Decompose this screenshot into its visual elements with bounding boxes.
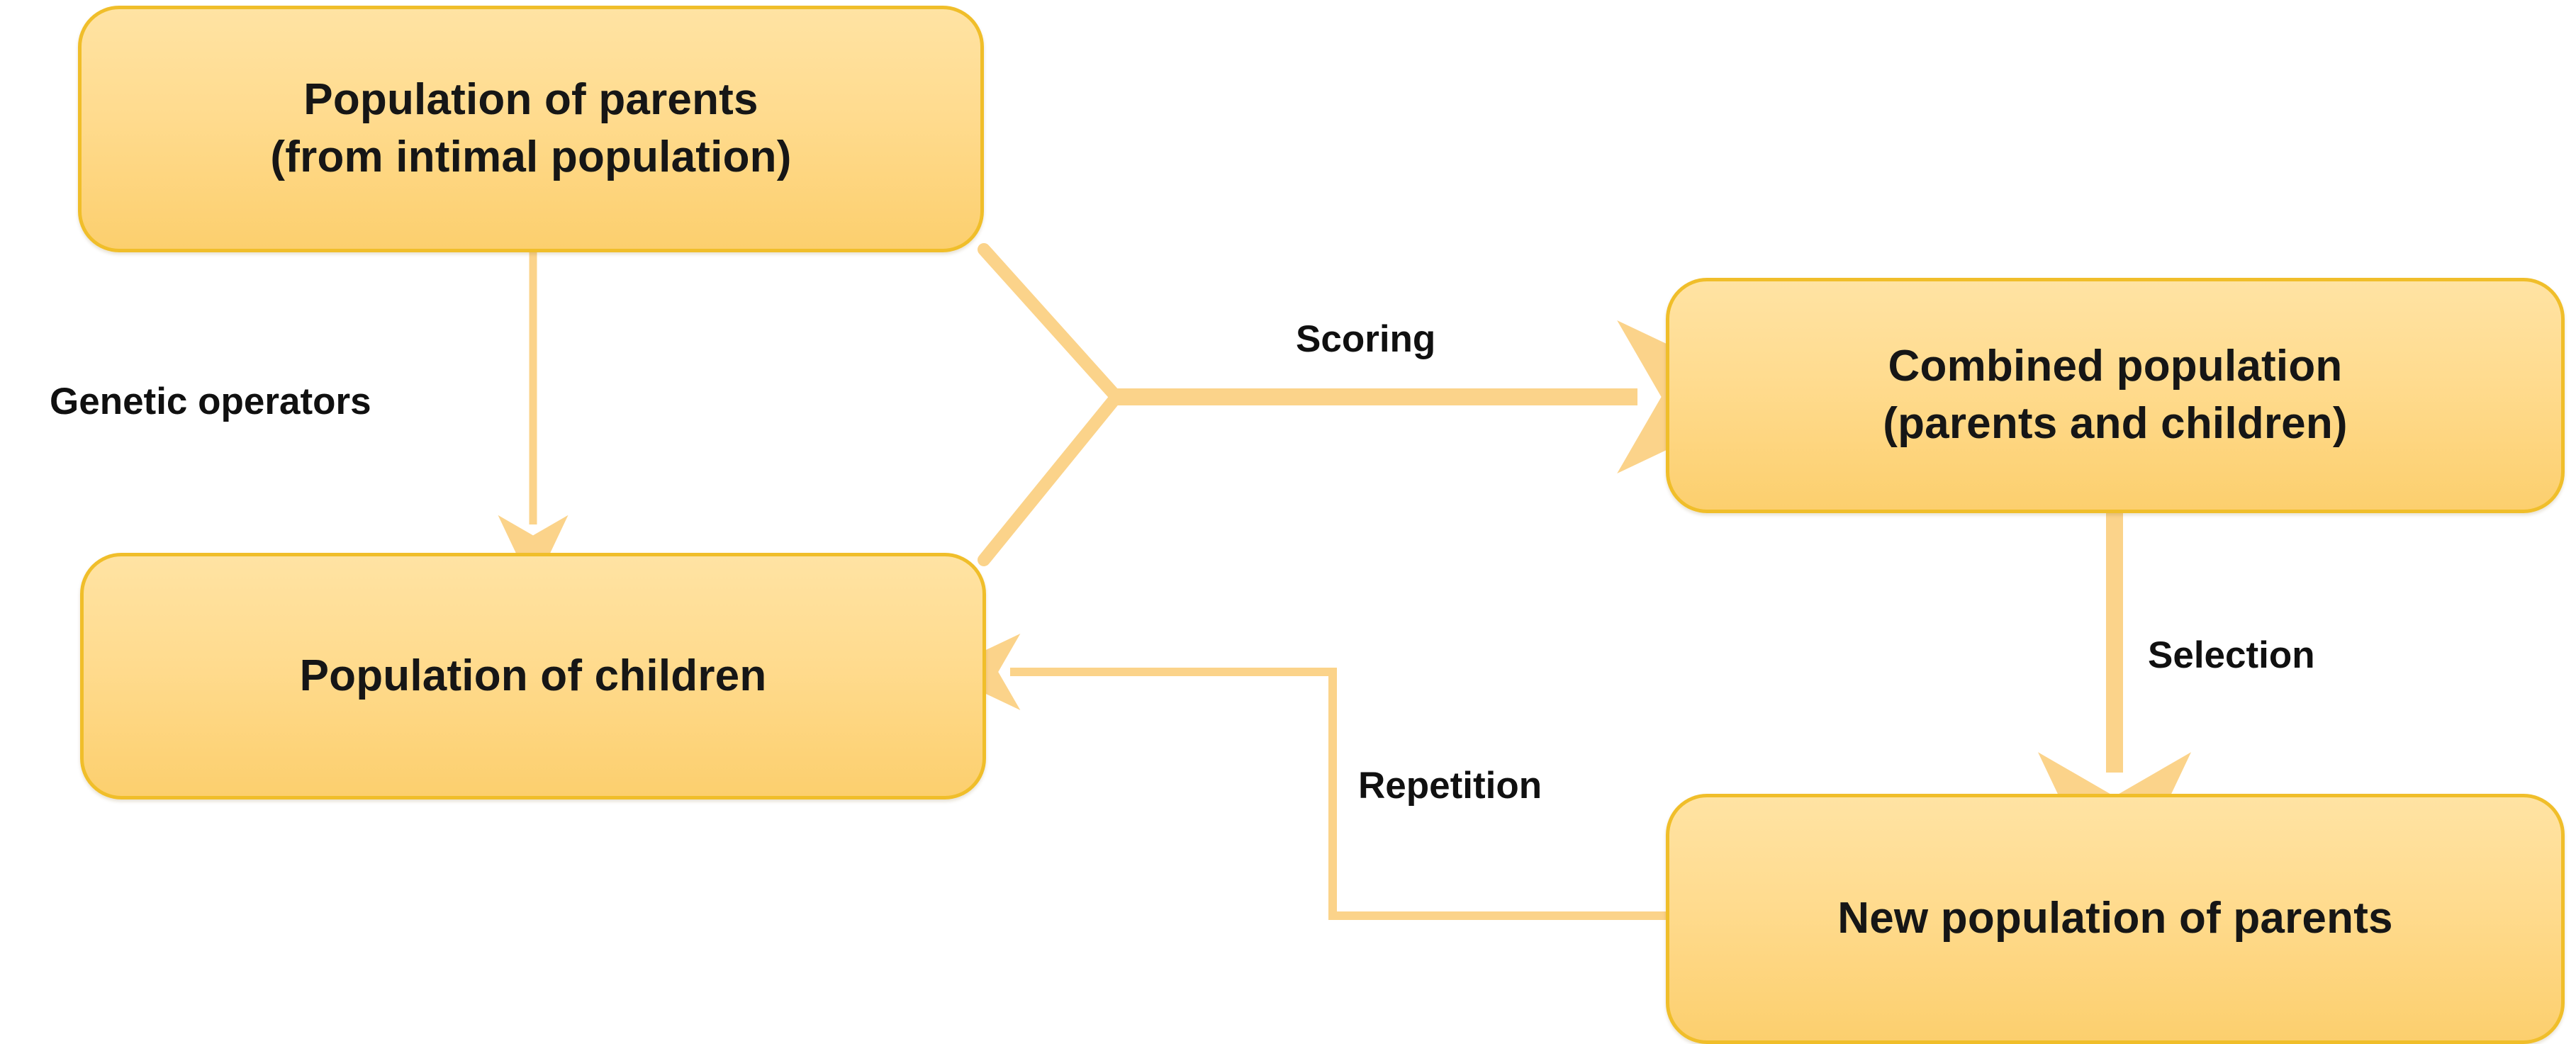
node-new-population-of-parents[interactable]: New population of parents bbox=[1666, 794, 2565, 1044]
node-population-of-parents-label: Population of parents (from intimal popu… bbox=[270, 75, 792, 181]
edge-label-repetition: Repetition bbox=[1358, 765, 1542, 807]
node-combined-population[interactable]: Combined population (parents and childre… bbox=[1666, 278, 2565, 513]
edge-label-selection: Selection bbox=[2148, 634, 2315, 676]
node-combined-population-label: Combined population (parents and childre… bbox=[1883, 342, 2348, 448]
edge-scoring-branch-from-parents bbox=[978, 243, 1123, 403]
edge-repetition-line bbox=[939, 634, 1666, 920]
edge-scoring-branch-from-children bbox=[978, 391, 1123, 566]
node-new-population-of-parents-label: New population of parents bbox=[1837, 894, 2393, 943]
edge-label-scoring: Scoring bbox=[1296, 318, 1436, 360]
node-population-of-children-label: Population of children bbox=[299, 651, 767, 700]
node-population-of-children[interactable]: Population of children bbox=[80, 553, 986, 799]
node-population-of-parents[interactable]: Population of parents (from intimal popu… bbox=[78, 6, 984, 252]
edge-label-genetic-operators: Genetic operators bbox=[50, 381, 371, 422]
